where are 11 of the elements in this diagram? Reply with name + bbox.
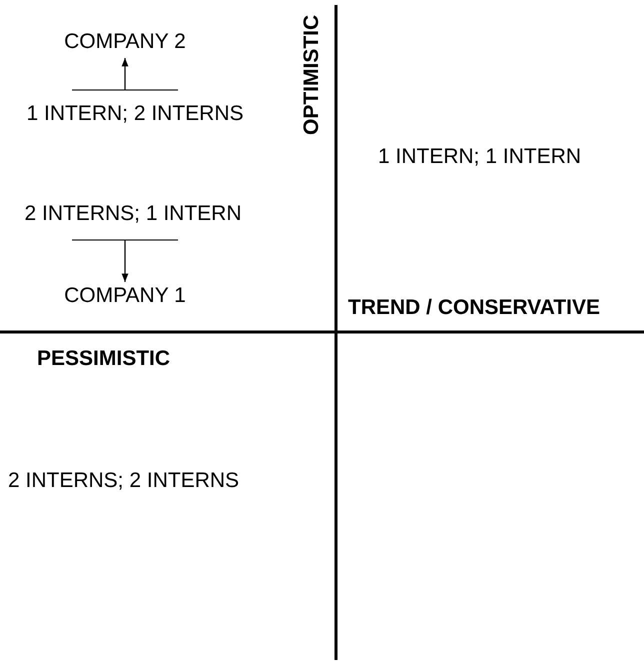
node-text: COMPANY 1 bbox=[64, 284, 186, 308]
arrow bbox=[122, 58, 128, 90]
arrow bbox=[122, 240, 128, 282]
axis-label: PESSIMISTIC bbox=[37, 347, 170, 371]
node-text: 1 INTERN; 2 INTERNS bbox=[26, 102, 244, 126]
axis-label: OPTIMISTIC bbox=[300, 14, 324, 135]
quadrant-label: 2 INTERNS; 2 INTERNS bbox=[8, 469, 240, 493]
node-text: COMPANY 2 bbox=[64, 30, 186, 54]
axis-label: TREND / CONSERVATIVE bbox=[348, 296, 600, 320]
node-text: 2 INTERNS; 1 INTERN bbox=[24, 202, 242, 226]
quadrant-label: 1 INTERN; 1 INTERN bbox=[378, 145, 582, 169]
